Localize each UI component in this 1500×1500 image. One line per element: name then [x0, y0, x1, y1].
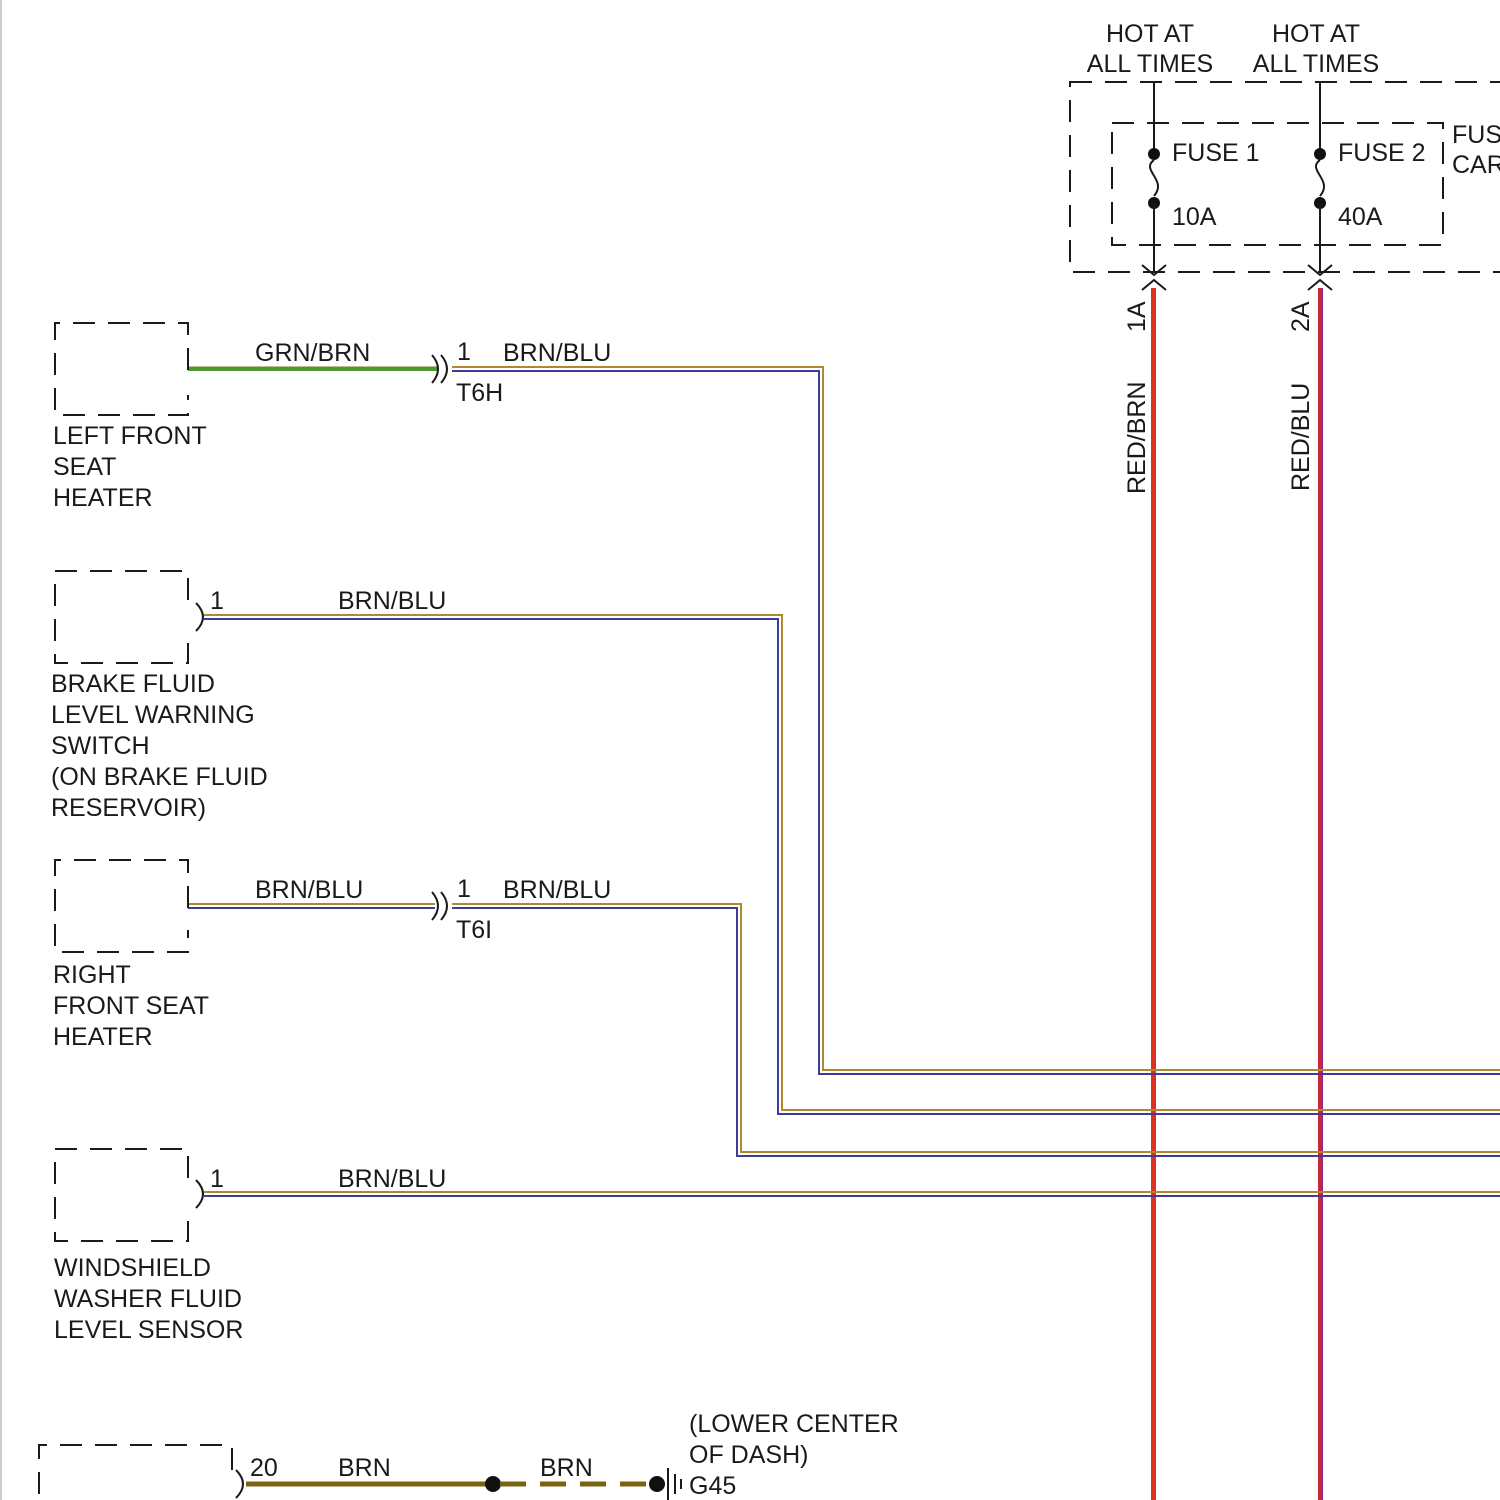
brake-label-5: RESERVOIR) — [51, 794, 206, 822]
hot-label-1b: ALL TIMES — [1087, 50, 1213, 78]
bottom-component — [39, 1445, 243, 1500]
fuse-box — [1070, 82, 1500, 272]
brake-label-4: (ON BRAKE FLUID — [51, 763, 268, 791]
grn-brn-label: GRN/BRN — [255, 339, 370, 367]
fuse-box-outline — [1070, 82, 1500, 272]
right-seat-label-2: FRONT SEAT — [53, 992, 209, 1020]
brake-label-3: SWITCH — [51, 732, 150, 760]
brn-wire-label-2: BRN — [540, 1454, 593, 1482]
wire-brn-blu-brake — [204, 615, 1500, 1114]
wire-red-brn — [1152, 288, 1155, 1500]
brake-fluid-switch — [55, 571, 203, 663]
ground-label: G45 — [689, 1472, 736, 1500]
brn-wire-label-1: BRN — [338, 1454, 391, 1482]
fuse-2-name: FUSE 2 — [1338, 139, 1426, 167]
wire-brn-blu-right-seat-in — [188, 904, 435, 908]
washer-label-3: LEVEL SENSOR — [54, 1316, 243, 1344]
pin-1a-label: 1A — [1123, 301, 1151, 332]
fuse-2 — [1314, 82, 1326, 272]
t6h-pin: 1 — [457, 338, 471, 366]
wire-red-blu — [1320, 288, 1323, 1500]
t6h-label: T6H — [456, 379, 503, 407]
washer-fluid-sensor — [55, 1149, 203, 1241]
left-front-seat-heater — [55, 323, 188, 415]
wire-brn-blu-right-seat — [452, 904, 1500, 1156]
fuse-2-rating: 40A — [1338, 203, 1383, 231]
right-front-seat-heater — [55, 860, 188, 952]
fuse-1-rating: 10A — [1172, 203, 1217, 231]
t6h-out-wire-label: BRN/BLU — [503, 339, 611, 367]
fuse-box-label-2: CAR — [1452, 151, 1500, 179]
brake-pin: 1 — [210, 587, 224, 615]
right-seat-in-wire-label: BRN/BLU — [255, 876, 363, 904]
t6i-out-wire-label: BRN/BLU — [503, 876, 611, 904]
fuse-box-label-1: FUS — [1452, 121, 1500, 149]
hot-label-1a: HOT AT — [1106, 20, 1194, 48]
ground-g45-icon — [668, 1468, 681, 1500]
wire-red-brn-label: RED/BRN — [1123, 381, 1151, 494]
washer-wire-label: BRN/BLU — [338, 1165, 446, 1193]
washer-pin: 1 — [210, 1165, 224, 1193]
hot-label-2b: ALL TIMES — [1253, 50, 1379, 78]
t6i-label: T6I — [456, 916, 492, 944]
brake-label-1: BRAKE FLUID — [51, 670, 215, 698]
right-seat-label-1: RIGHT — [53, 961, 131, 989]
washer-label-2: WASHER FLUID — [54, 1285, 242, 1313]
washer-label-1: WINDSHIELD — [54, 1254, 211, 1282]
ground-location-2: OF DASH) — [689, 1441, 808, 1469]
splice-dot — [485, 1476, 501, 1492]
right-seat-label-3: HEATER — [53, 1023, 153, 1051]
brake-wire-label: BRN/BLU — [338, 587, 446, 615]
wire-grn-brn — [188, 367, 437, 369]
t6i-pin: 1 — [457, 875, 471, 903]
brake-label-2: LEVEL WARNING — [51, 701, 255, 729]
ground-location-1: (LOWER CENTER — [689, 1410, 899, 1438]
ground-dot — [649, 1476, 665, 1492]
connector-t6i — [432, 892, 447, 920]
left-seat-label-2: SEAT — [53, 453, 116, 481]
left-seat-label-3: HEATER — [53, 484, 153, 512]
bottom-pin: 20 — [250, 1454, 278, 1482]
wire-red-blu-label: RED/BLU — [1287, 383, 1315, 491]
fuse-1-name: FUSE 1 — [1172, 139, 1260, 167]
pin-2a-label: 2A — [1287, 301, 1315, 332]
wire-brn-blu-left-seat — [452, 367, 1500, 1074]
hot-label-2a: HOT AT — [1272, 20, 1360, 48]
fuse-1 — [1148, 82, 1160, 272]
left-seat-label-1: LEFT FRONT — [53, 422, 207, 450]
